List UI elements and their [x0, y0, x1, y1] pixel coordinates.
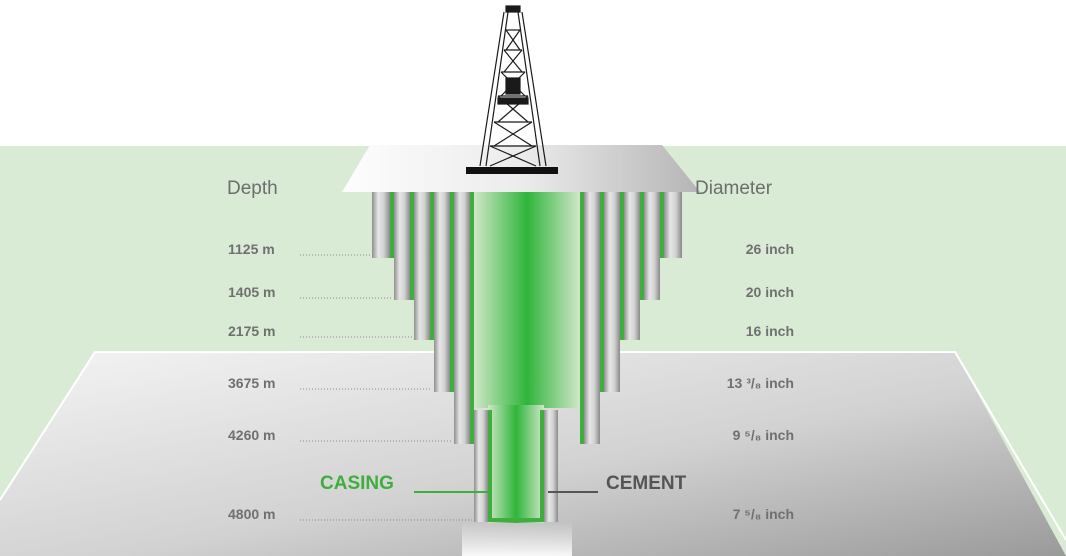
casing-9-left — [454, 186, 470, 444]
diameter-header: Diameter — [695, 178, 773, 199]
cement-label: CEMENT — [606, 473, 687, 494]
diameter-label: 26 inch — [745, 241, 794, 257]
casing-26-left — [372, 186, 390, 258]
casing-7-left — [474, 410, 488, 522]
casing-13-right — [604, 186, 620, 392]
depth-label: 1405 m — [228, 284, 276, 300]
casing-7-right — [544, 410, 558, 522]
casing-pipes — [372, 186, 682, 522]
depth-label: 4800 m — [228, 506, 276, 522]
borehole-fluid-lower — [488, 405, 544, 523]
casing-26-right — [664, 186, 682, 258]
casing-9-right — [584, 186, 600, 444]
depth-label: 4260 m — [228, 427, 276, 443]
casing-20-right — [644, 186, 660, 300]
diameter-label: 13 ³/₈ inch — [726, 375, 794, 391]
depth-label: 1125 m — [228, 241, 275, 257]
casing-16-right — [624, 186, 640, 340]
diameter-label: 7 ⁵/₈ inch — [732, 506, 794, 522]
diameter-label: 20 inch — [745, 284, 794, 300]
rig-floor — [466, 167, 558, 174]
casing-16-left — [414, 186, 430, 340]
casing-13-left — [434, 186, 450, 392]
casing-label: CASING — [320, 473, 394, 494]
depth-label: 3675 m — [228, 375, 276, 391]
casing-20-left — [394, 186, 410, 300]
depth-label: 2175 m — [228, 323, 276, 339]
depth-header: Depth — [227, 178, 278, 199]
derrick-tower — [479, 5, 547, 167]
diameter-label: 9 ⁵/₈ inch — [732, 427, 794, 443]
borehole-fluid — [474, 186, 580, 408]
casing-shoe — [488, 518, 544, 522]
diameter-label: 16 inch — [745, 323, 794, 339]
